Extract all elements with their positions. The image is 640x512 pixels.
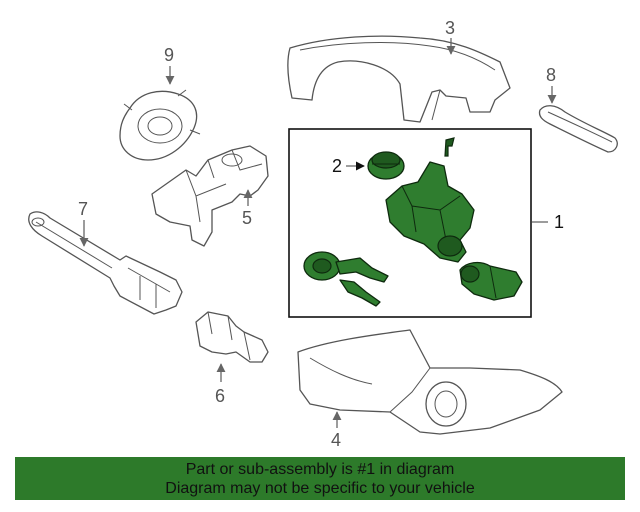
part-4-lower-shroud (297, 329, 563, 435)
callout-3: 3 (445, 18, 455, 38)
part-5-lock-housing (151, 145, 269, 247)
callout-5: 5 (242, 208, 252, 228)
part-7-switch-stalk (28, 211, 183, 315)
callout-6: 6 (215, 386, 225, 406)
part-3-upper-shroud (287, 35, 511, 123)
footer-line-2: Diagram may not be specific to your vehi… (165, 480, 475, 497)
part-1-ignition-assembly (303, 137, 523, 307)
footer-line-1: Part or sub-assembly is #1 in diagram (185, 461, 455, 478)
footer-banner: Part or sub-assembly is #1 in diagram Di… (15, 457, 625, 500)
callout-4: 4 (331, 430, 341, 450)
callout-9: 9 (164, 45, 174, 65)
assembly-1-box (288, 128, 532, 318)
callout-1: 1 (554, 212, 564, 232)
part-8-trim (538, 105, 618, 153)
callout-7: 7 (78, 199, 88, 219)
callout-8: 8 (546, 65, 556, 85)
part-6-switch (195, 311, 269, 363)
parts-diagram: 3 8 9 5 7 6 4 (28, 18, 618, 450)
callout-2: 2 (332, 156, 342, 176)
part-9-clockspring (119, 89, 201, 161)
